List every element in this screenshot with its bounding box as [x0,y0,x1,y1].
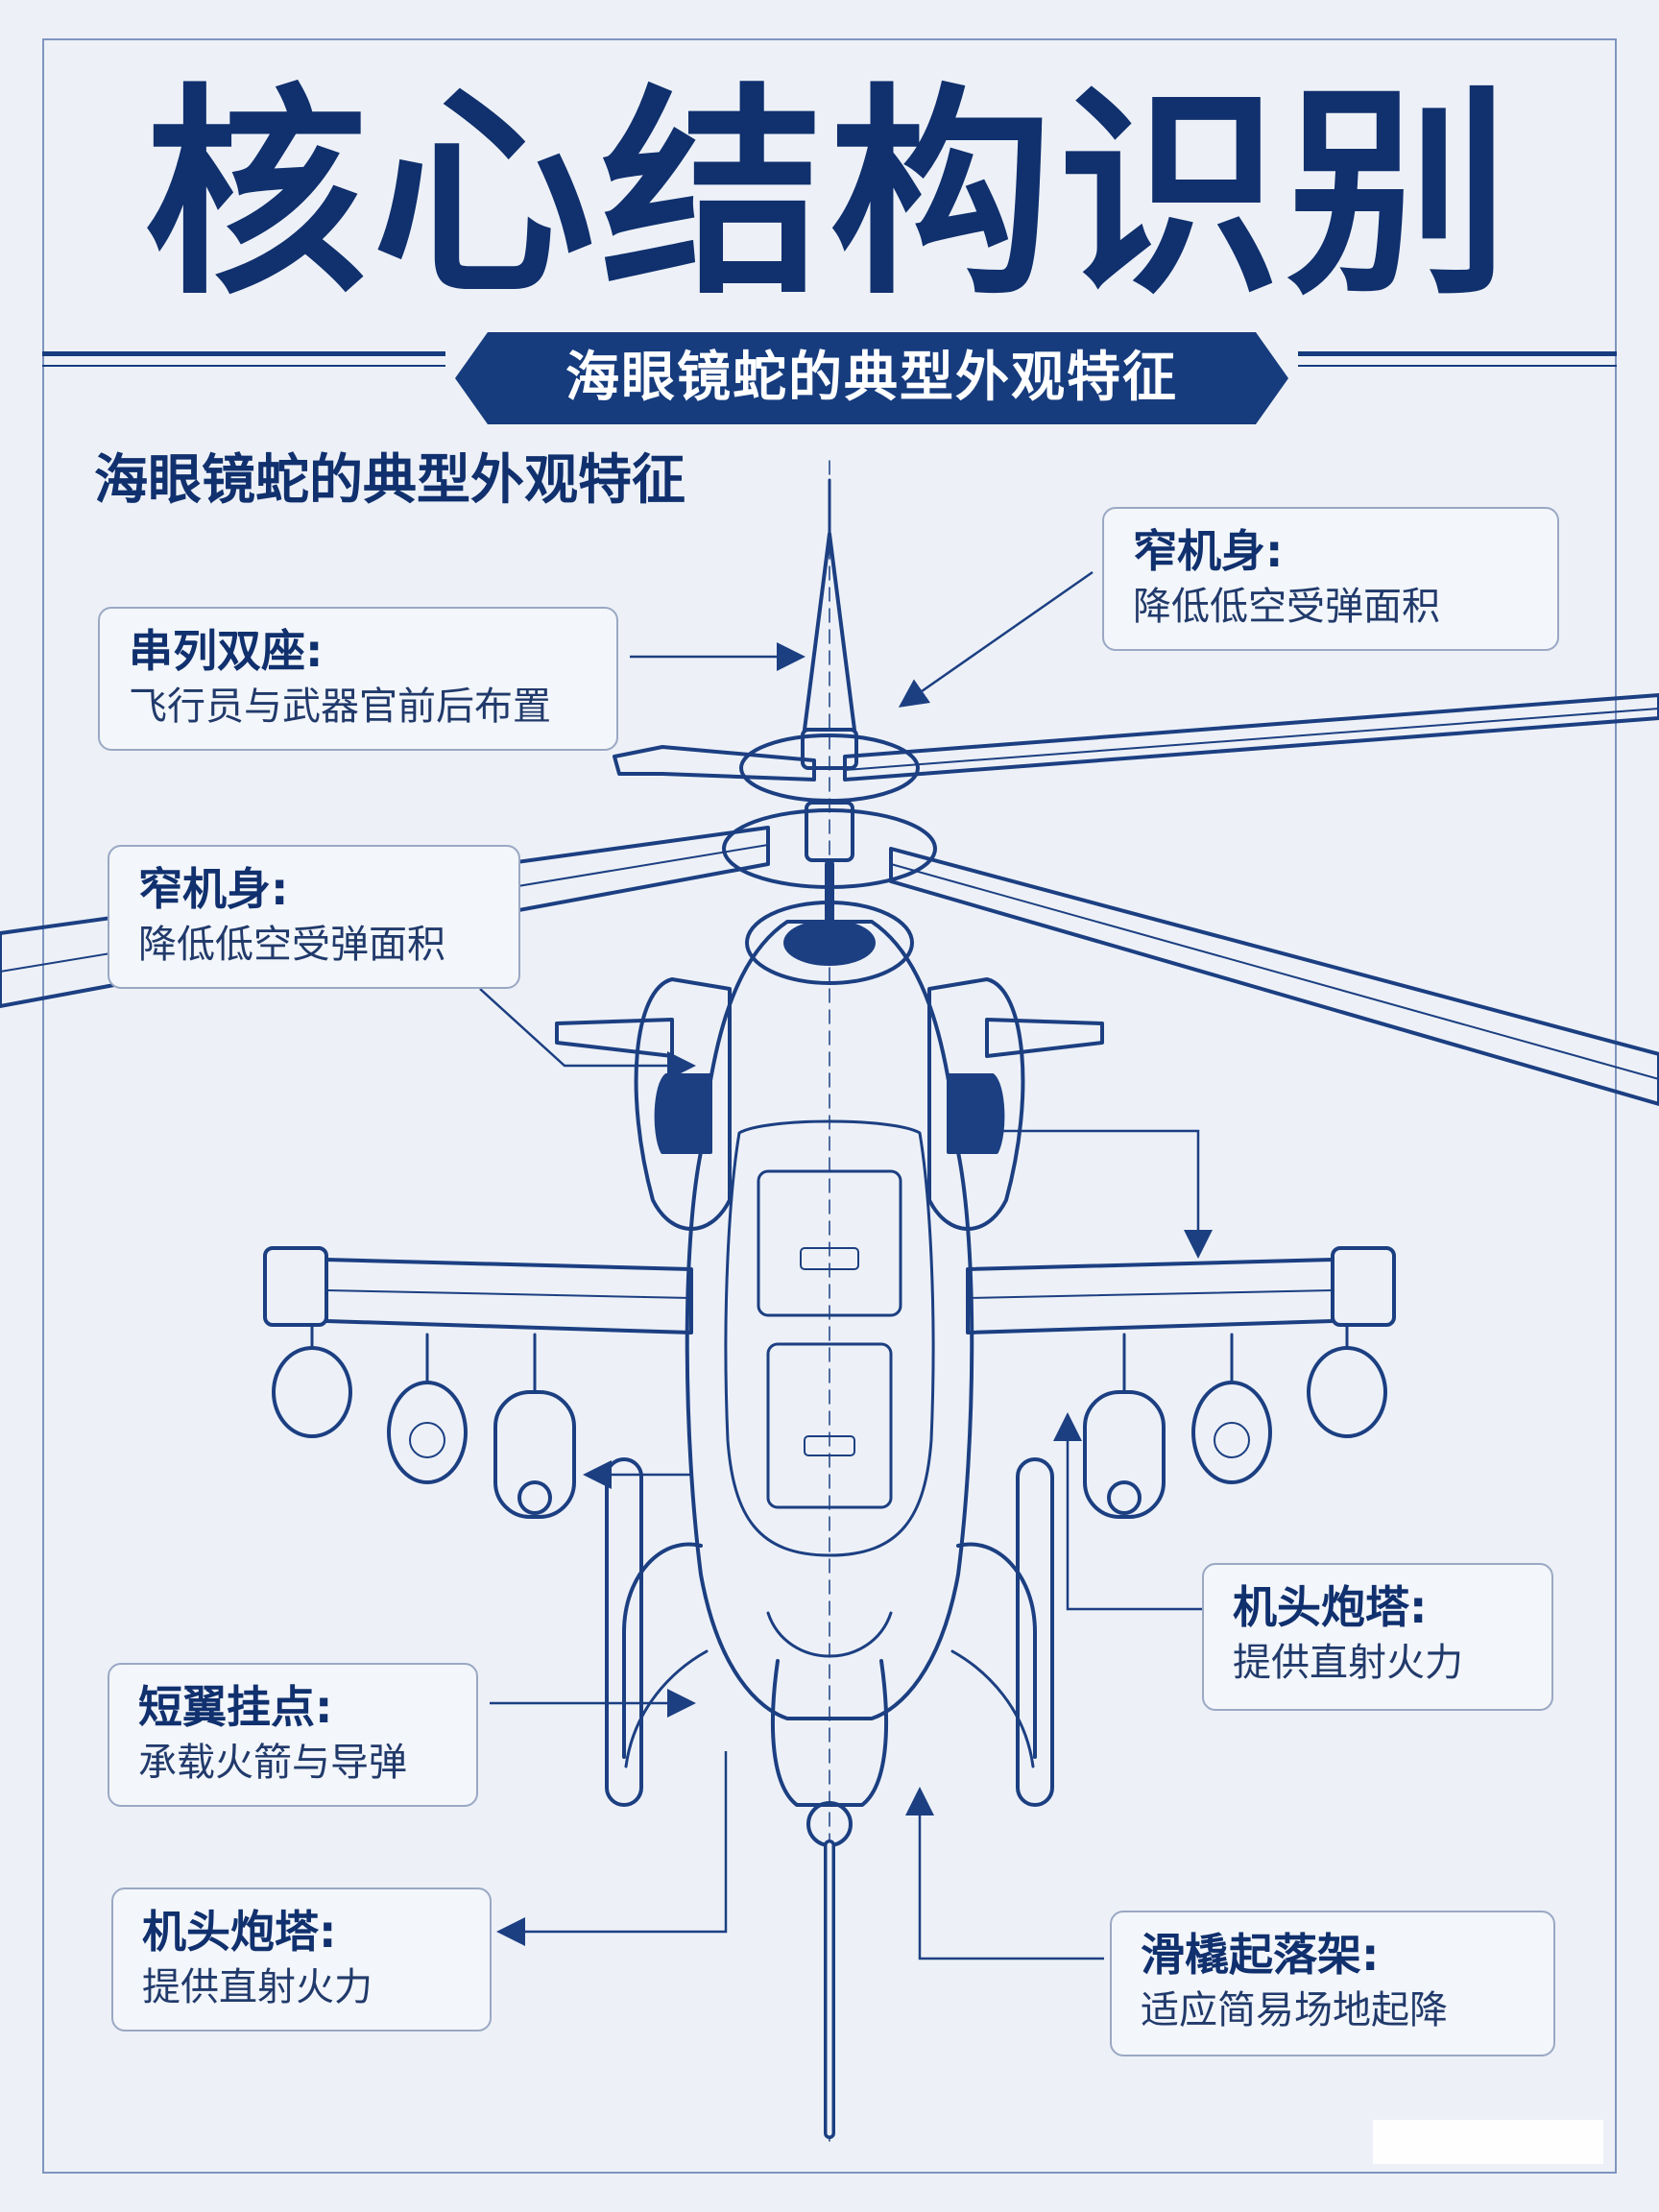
banner-rule [42,351,445,356]
right-tail-fin [985,1018,1104,1058]
callout-title: 机头炮塔: [1233,1581,1428,1633]
callout-desc: 适应简易场地起降 [1141,1988,1448,2032]
blueprint-frame [42,38,1617,2174]
left-skid [605,1457,643,1807]
callout-desc: 提供直射火力 [142,1965,373,2009]
left-weapon-pods [272,1323,576,1519]
callout-desc: 承载火箭与导弹 [138,1741,407,1785]
callout-stub-wing: 短翼挂点: 承载火箭与导弹 [108,1663,478,1807]
canopy [724,1119,935,1557]
callout-title: 串列双座: [129,625,324,677]
left-engine-nacelle [634,977,732,1231]
leader-skid-gear [905,1787,1104,1960]
leader-nose-turret-right [1053,1412,1202,1611]
fuselage [685,920,974,1720]
callout-title: 窄机身: [138,863,289,915]
callout-desc: 降低低空受弹面积 [138,923,445,967]
callout-tandem-seat: 串列双座: 飞行员与武器官前后布置 [98,607,618,751]
right-engine-nacelle [927,977,1025,1231]
upper-rotor-blades [613,693,1659,781]
callout-nose-turret-left: 机头炮塔: 提供直射火力 [111,1887,492,2032]
left-wingtip-pod [263,1246,328,1327]
left-tail-fin [555,1018,674,1058]
callout-desc: 飞行员与武器官前后布置 [129,685,551,729]
callout-title: 窄机身: [1133,525,1284,577]
left-skid-strut [622,1542,703,1759]
leader-nose-turret-left [496,1751,728,1946]
leader-narrow-body-top [898,570,1094,708]
front-cockpit-glass [757,1169,902,1317]
callout-desc: 提供直射火力 [1233,1641,1463,1685]
left-exhaust [654,1073,712,1154]
banner-rule [42,365,445,367]
section-subheading: 海眼镜蛇的典型外观特征 [94,449,685,512]
banner-rule [1298,351,1617,356]
leader-narrow-body-left [479,988,696,1080]
title-banner: 海眼镜蛇的典型外观特征 [42,332,1617,424]
right-skid-strut [956,1542,1037,1759]
right-skid [1016,1457,1054,1807]
callout-skid-gear: 滑橇起落架: 适应简易场地起降 [1110,1911,1555,2056]
callout-title: 短翼挂点: [138,1681,333,1733]
right-wingtip-pod [1331,1246,1396,1327]
callout-title: 滑橇起落架: [1141,1929,1380,1981]
watermark [1373,2120,1603,2164]
engine-intake [745,901,914,985]
right-weapon-pods [1083,1323,1387,1519]
leader-side-detail [981,1129,1213,1259]
banner-rule [1298,365,1617,367]
callout-nose-turret-right: 机头炮塔: 提供直射火力 [1202,1563,1553,1711]
right-exhaust [947,1073,1005,1154]
callout-narrow-body-top: 窄机身: 降低低空受弹面积 [1102,507,1559,651]
rear-cockpit-glass [766,1342,893,1509]
callout-narrow-body-left: 窄机身: 降低低空受弹面积 [108,845,520,989]
callout-title: 机头炮塔: [142,1906,337,1958]
callout-desc: 降低低空受弹面积 [1133,585,1440,629]
page-title: 核心结构识别 [143,65,1515,325]
banner-label: 海眼镜蛇的典型外观特征 [455,332,1288,424]
